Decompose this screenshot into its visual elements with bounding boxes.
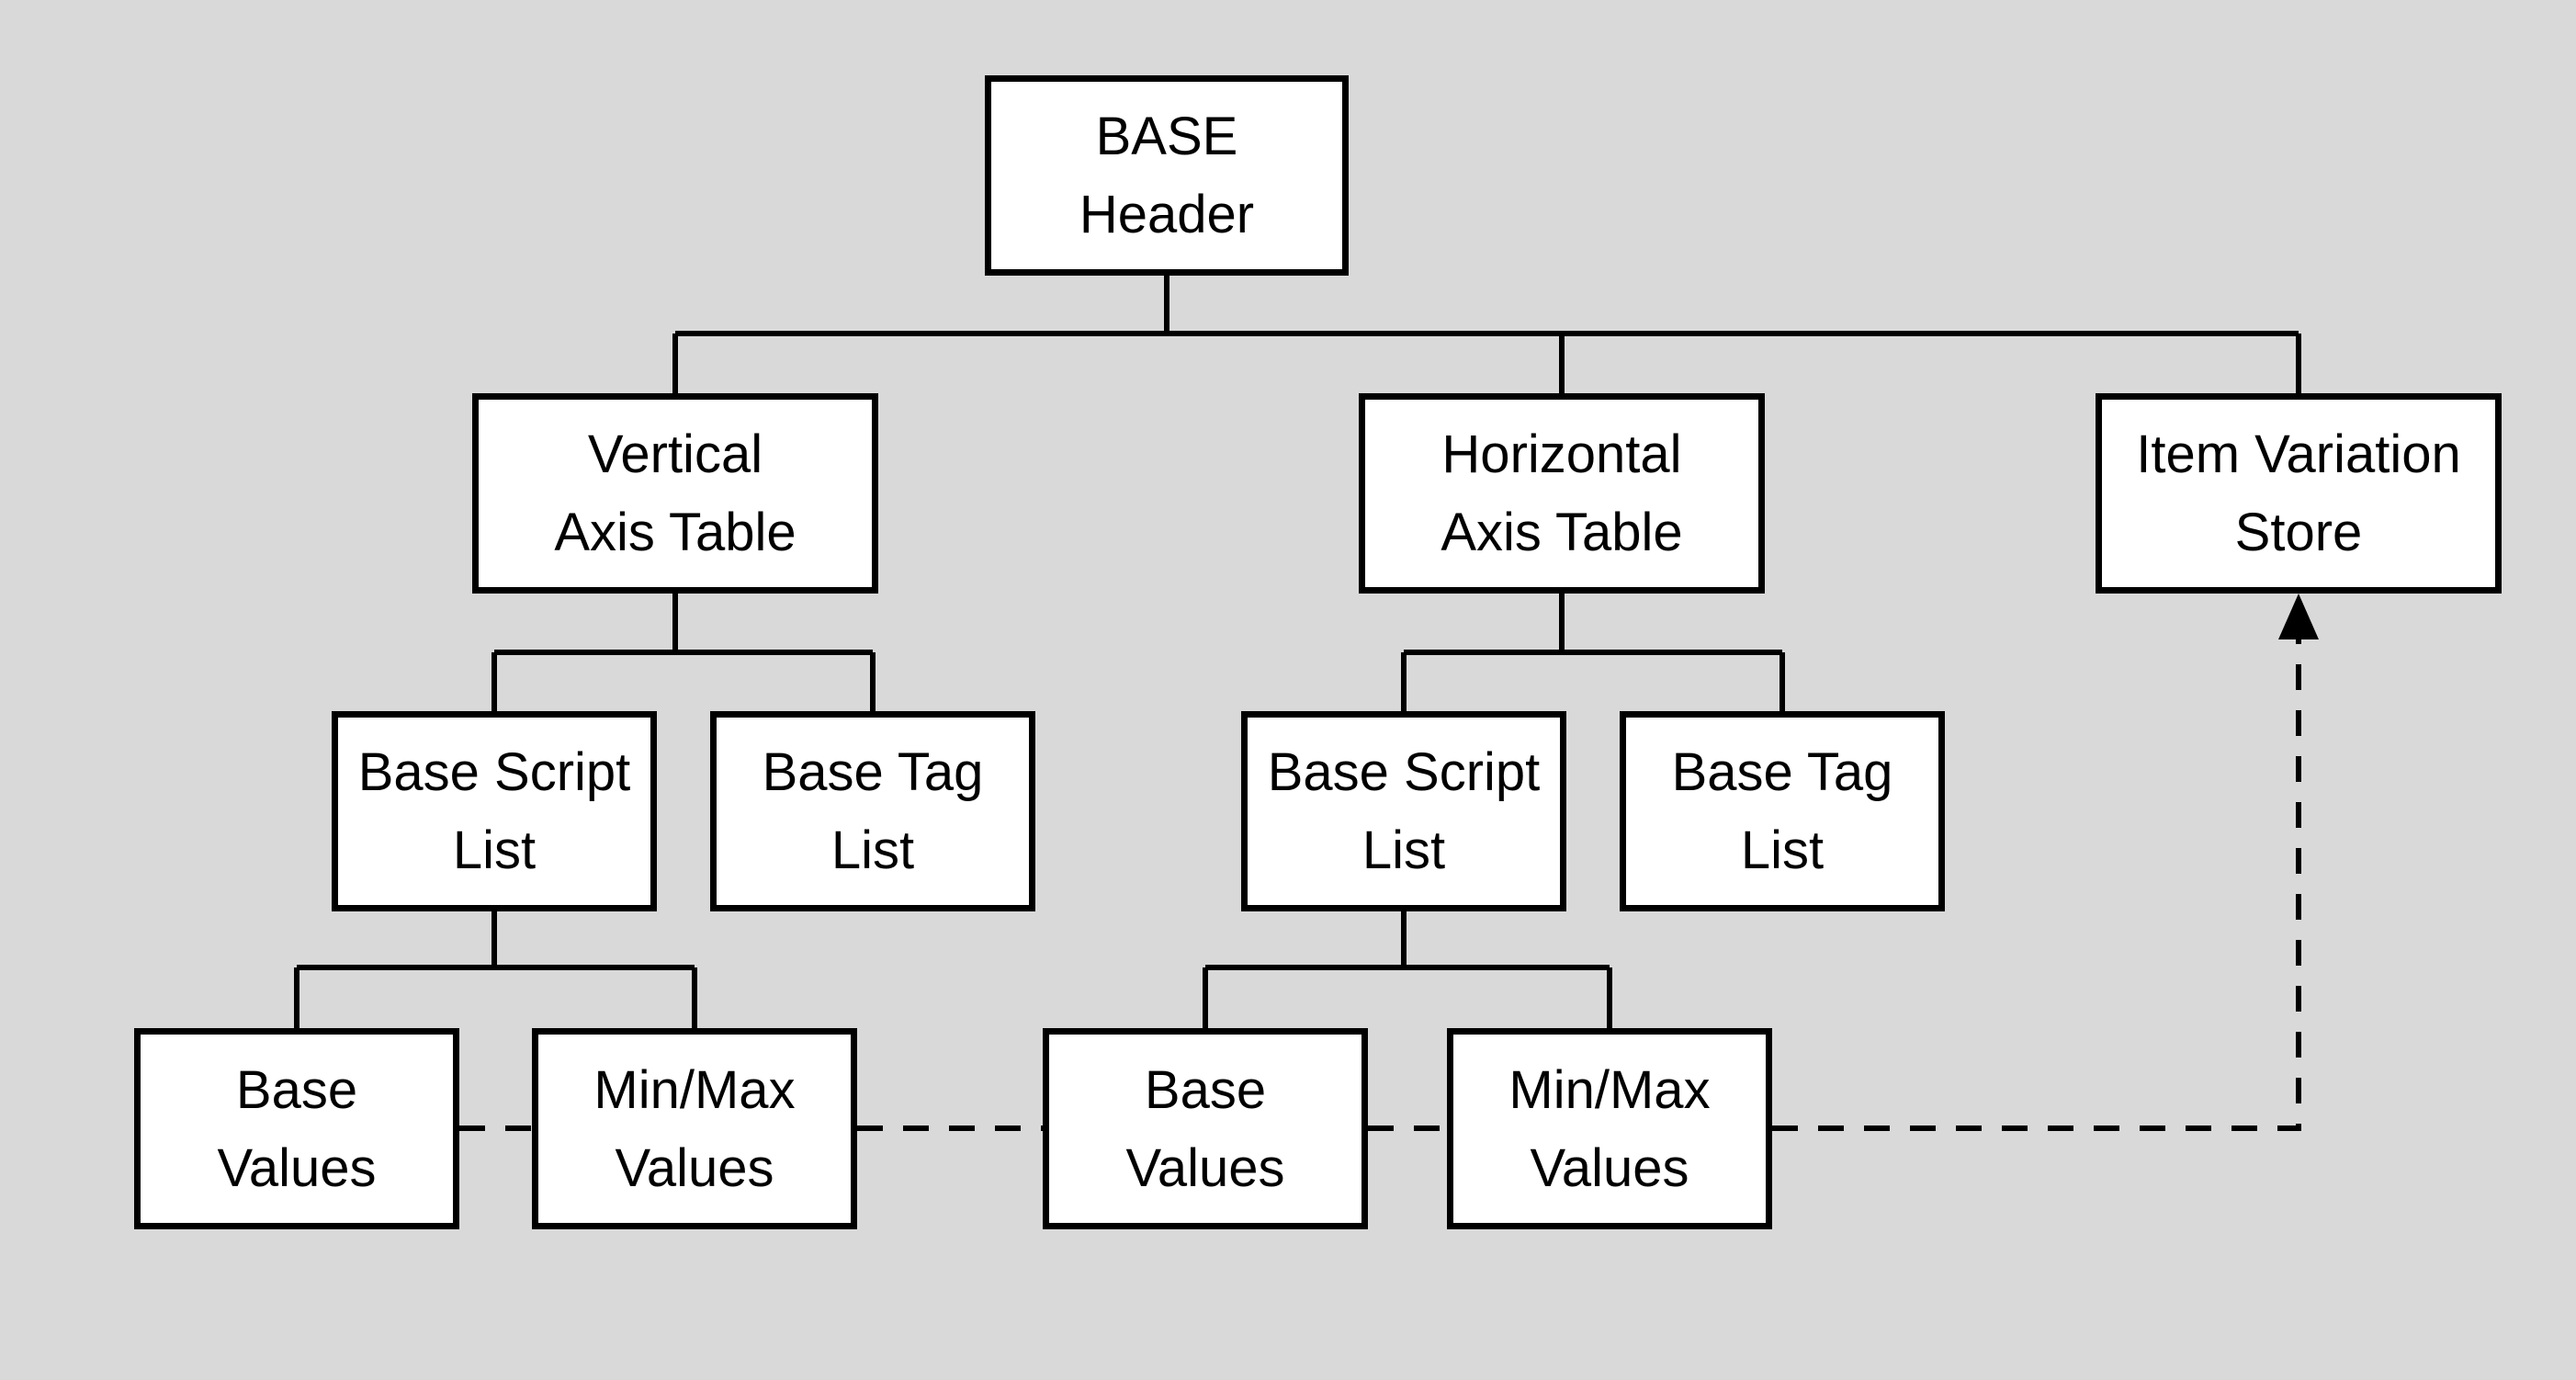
node-label: Horizontal Axis Table [1441, 424, 1683, 562]
node-vertical-minmax-values: Min/Max Values [532, 1028, 857, 1229]
node-item-variation-store: Item Variation Store [2096, 393, 2502, 594]
node-label: Base Script List [357, 742, 631, 880]
reference-connectors [459, 594, 2319, 1131]
node-label: BASE Header [1079, 107, 1255, 244]
node-label: Vertical Axis Table [554, 424, 797, 562]
edge-v-base-script-children [294, 911, 697, 1028]
node-label: Base Values [217, 1059, 377, 1198]
node-vertical-axis-table: Vertical Axis Table [472, 393, 878, 594]
hierarchy-connectors [294, 276, 2301, 1028]
node-vertical-base-values: Base Values [134, 1028, 459, 1229]
node-vertical-base-script-list: Base Script List [332, 711, 657, 911]
node-base-header: BASE Header [985, 75, 1349, 276]
edge-h-base-script-children [1203, 911, 1612, 1028]
edge-horizontal-axis-children [1401, 594, 1785, 711]
node-label: Item Variation Store [2136, 424, 2461, 562]
node-vertical-base-tag-list: Base Tag List [710, 711, 1035, 911]
node-horizontal-base-values: Base Values [1043, 1028, 1368, 1229]
node-label: Min/Max Values [1508, 1059, 1711, 1198]
edge-header-children [672, 276, 2301, 393]
edge-dashed-to-item-variation [1772, 636, 2301, 1131]
node-label: Base Values [1125, 1059, 1285, 1198]
dashed-arrowhead-icon [2278, 594, 2319, 639]
node-label: Base Script List [1267, 742, 1541, 880]
node-horizontal-base-script-list: Base Script List [1241, 711, 1566, 911]
node-label: Base Tag List [1671, 742, 1893, 880]
node-horizontal-minmax-values: Min/Max Values [1447, 1028, 1772, 1229]
node-horizontal-base-tag-list: Base Tag List [1620, 711, 1945, 911]
node-label: Min/Max Values [593, 1059, 796, 1198]
edge-vertical-axis-children [491, 594, 876, 711]
node-label: Base Tag List [762, 742, 984, 880]
node-horizontal-axis-table: Horizontal Axis Table [1359, 393, 1765, 594]
